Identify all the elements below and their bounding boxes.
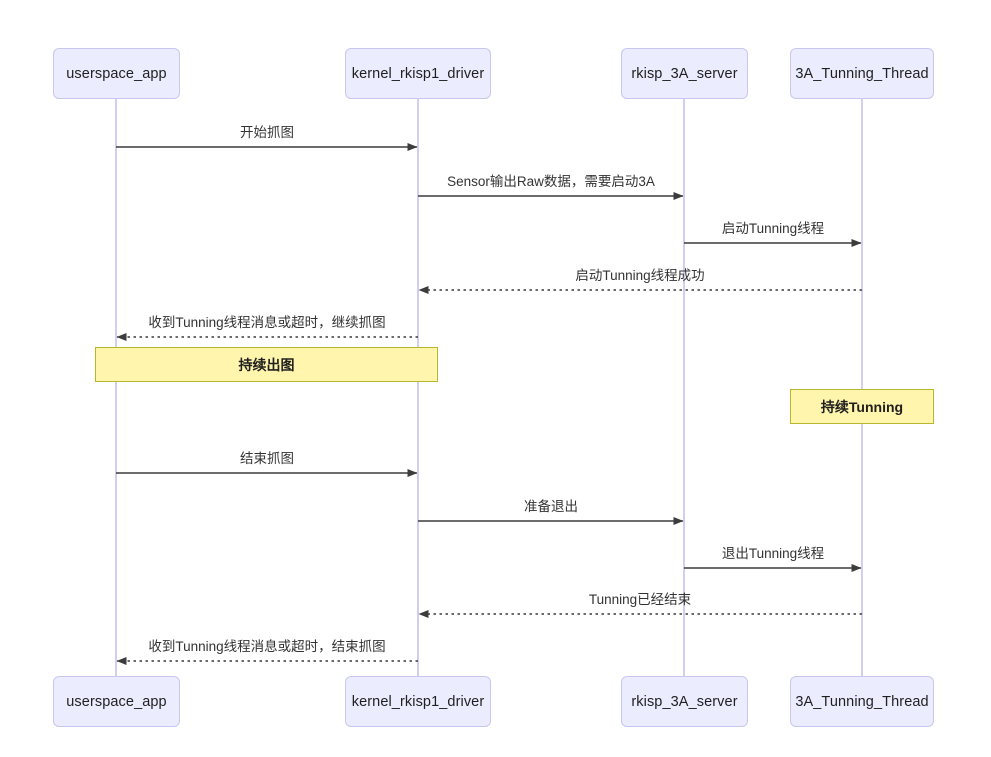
participant-bottom-rkisp_3A_server[interactable]: rkisp_3A_server (621, 676, 748, 727)
note-continuous-tunning[interactable]: 持续Tunning (790, 389, 934, 424)
lifelines-group (115, 99, 863, 676)
participant-top-3A_Tunning_Thread[interactable]: 3A_Tunning_Thread (790, 48, 934, 99)
participant-top-userspace_app[interactable]: userspace_app (53, 48, 180, 99)
message-label-4: 启动Tunning线程成功 (575, 268, 705, 283)
participant-bottom-kernel_rkisp1_driver[interactable]: kernel_rkisp1_driver (345, 676, 491, 727)
message-label-9: Tunning已经结束 (588, 592, 692, 607)
message-label-3: 启动Tunning线程 (721, 221, 825, 236)
message-label-10: 收到Tunning线程消息或超时，结束抓图 (148, 639, 386, 654)
message-label-7: 准备退出 (524, 499, 578, 514)
participant-top-rkisp_3A_server[interactable]: rkisp_3A_server (621, 48, 748, 99)
message-label-8: 退出Tunning线程 (721, 546, 825, 561)
participant-bottom-userspace_app[interactable]: userspace_app (53, 676, 180, 727)
note-continuous-output[interactable]: 持续出图 (95, 347, 438, 382)
message-label-2: Sensor输出Raw数据，需要启动3A (447, 174, 655, 189)
message-label-6: 结束抓图 (240, 451, 294, 466)
message-arrows-group (116, 143, 862, 665)
message-label-1: 开始抓图 (240, 125, 294, 140)
message-label-5: 收到Tunning线程消息或超时，继续抓图 (148, 315, 386, 330)
participant-top-kernel_rkisp1_driver[interactable]: kernel_rkisp1_driver (345, 48, 491, 99)
participant-bottom-3A_Tunning_Thread[interactable]: 3A_Tunning_Thread (790, 676, 934, 727)
